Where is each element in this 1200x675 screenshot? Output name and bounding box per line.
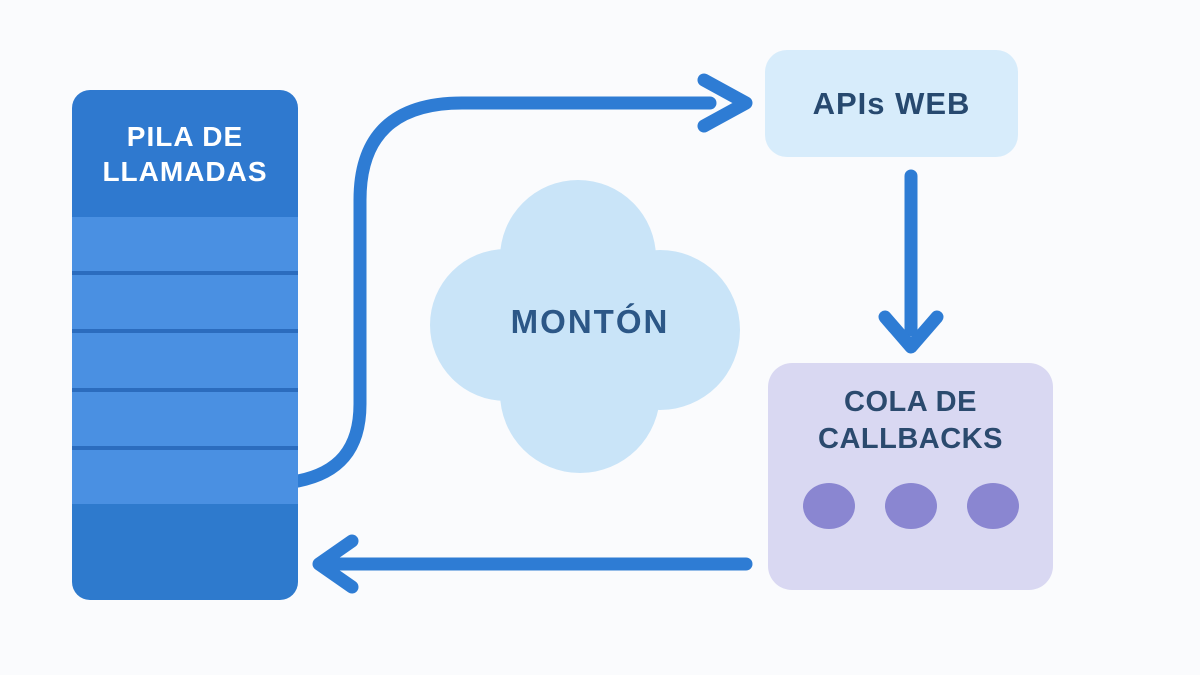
stack-frame-row (72, 271, 298, 330)
heap-blob-lobe (515, 255, 655, 395)
arrow-callstack-to-webapis (291, 73, 753, 488)
heap-label: MONTÓN (510, 303, 670, 340)
queue-dot (884, 483, 937, 529)
call-stack-frames (72, 217, 298, 505)
stack-frame-row (72, 445, 298, 505)
queue-dot (802, 483, 855, 529)
callback-queue-label: COLA DE CALLBACKS (818, 384, 1003, 458)
stack-frame-row (72, 217, 298, 272)
web-apis-label: APIs WEB (812, 85, 971, 121)
callback-queue-label-line2: CALLBACKS (818, 423, 1003, 455)
stack-frame-row (72, 329, 298, 388)
callback-queue-items (802, 483, 1019, 529)
arrow-callbackqueue-to-callstack (312, 534, 753, 594)
call-stack-label-line2: LLAMADAS (102, 155, 268, 187)
queue-dot (966, 483, 1019, 529)
call-stack-label: PILA DE LLAMADAS (72, 90, 298, 217)
call-stack-box: PILA DE LLAMADAS (72, 90, 298, 600)
web-apis-box: APIs WEB (765, 50, 1018, 157)
callback-queue-box: COLA DE CALLBACKS (768, 363, 1053, 590)
stack-frame-row (72, 387, 298, 446)
stack-base (72, 504, 298, 600)
callback-queue-label-line1: COLA DE (844, 386, 977, 418)
arrow-webapis-to-callbackqueue (878, 169, 944, 354)
call-stack-label-line1: PILA DE (126, 120, 244, 152)
